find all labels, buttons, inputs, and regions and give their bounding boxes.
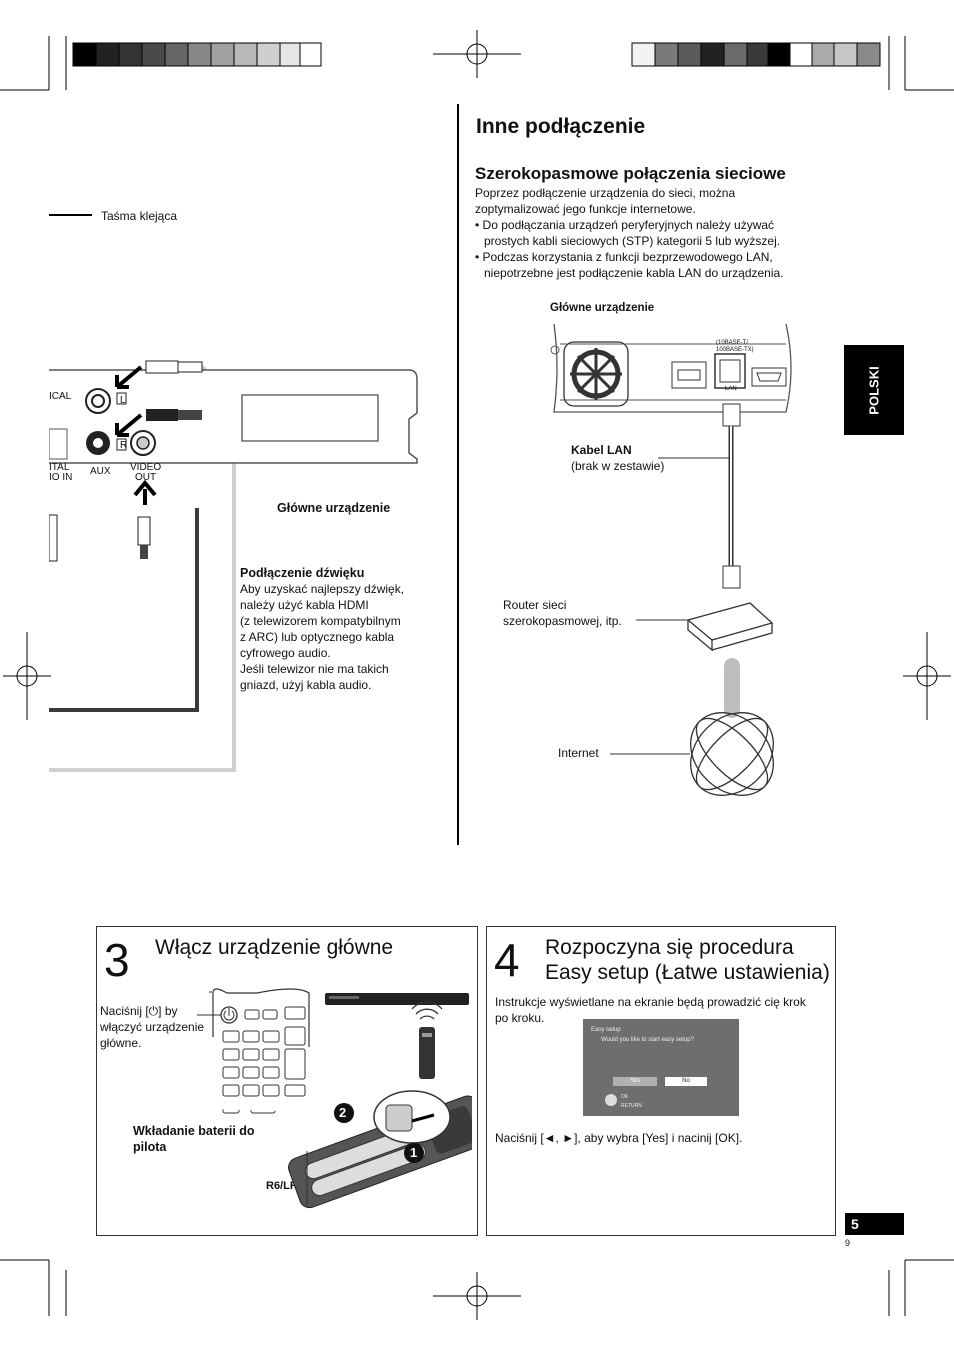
screen-title: Easy setup (591, 1027, 621, 1033)
sheet-number: 9 (845, 1238, 851, 1248)
section-subtitle: Szerokopasmowe połączenia sieciowe (475, 164, 786, 183)
easy-setup-screen: Easy setup Would you like to start easy … (583, 1019, 739, 1116)
bullet-item-cont: prostych kabli sieciowych (STP) kategori… (484, 234, 781, 248)
step-4-description: Instrukcje wyświetlane na ekranie będą p… (495, 994, 833, 1026)
power-line: włączyć urządzenie (100, 1020, 205, 1034)
audio-line: Jeśli telewizor nie ma takich (240, 662, 389, 676)
audio-line: gniazd, użyj kabla audio. (240, 678, 372, 692)
screen-no-button[interactable]: No (665, 1077, 707, 1086)
battery-instruction: Wkładanie baterii do pilota (133, 1123, 255, 1155)
audio-in-label: IO IN (49, 472, 73, 483)
lan-spec-2: 100BASE-TX) (716, 347, 754, 353)
aux-label: AUX (90, 466, 111, 477)
main-unit-label-left: Główne urządzenie (277, 501, 391, 515)
power-line: Naciśnij [⏻] by (100, 1004, 178, 1018)
remote-illustration (197, 988, 472, 1209)
screen-no-label: No (682, 1078, 690, 1084)
screen-yes-button[interactable]: Yes (613, 1077, 657, 1086)
router-line: szerokopasmowej, itp. (503, 614, 622, 628)
bullet-text: Podczas korzystania z funkcji bezprzewod… (482, 250, 773, 264)
intro-line: Poprzez podłączenie urządzenia do sieci,… (475, 186, 736, 200)
audio-line: z ARC) lub optycznego kabla (240, 630, 395, 644)
screen-return-label: RETURN (621, 1103, 642, 1109)
step-4-press-instruction: Naciśnij [◄, ►], aby wybra [Yes] i nacin… (495, 1131, 743, 1145)
power-line: główne. (100, 1036, 142, 1050)
audio-line: (z telewizorem kompatybilnym (240, 614, 401, 628)
step-4-box: 4 Rozpoczyna się procedura Easy setup (Ł… (486, 926, 836, 1236)
bullet-text: Do podłączania urządzeń peryferyjnych na… (482, 218, 775, 232)
tape-leader-line (49, 214, 92, 216)
optical-label: ICAL (49, 391, 72, 402)
main-unit-label-right: Główne urządzenie (550, 302, 655, 314)
network-connection-illustration (550, 323, 792, 796)
cable-callout: Kabel LAN (brak w zestawie) (571, 442, 664, 474)
lan-spec-label: (10BASE-T/ 100BASE-TX) (716, 340, 754, 354)
internet-label: Internet (558, 746, 599, 760)
network-intro: Poprzez podłączenie urządzenia do sieci,… (475, 185, 825, 281)
cable-label: Kabel LAN (571, 443, 632, 457)
bullet-item: • Podczas korzystania z funkcji bezprzew… (475, 250, 773, 264)
cable-note: (brak w zestawie) (571, 459, 665, 473)
desc-line: po kroku. (495, 1011, 545, 1025)
audio-line: cyfrowego audio. (240, 646, 331, 660)
step-3-number: 3 (104, 934, 130, 986)
language-tab: POLSKI (844, 345, 904, 435)
bullet-item-cont: niepotrzebne jest podłączenie kabla LAN … (484, 266, 784, 280)
jack-label-r: R (120, 440, 128, 451)
step-3-title: Włącz urządzenie główne (155, 936, 394, 959)
step-4-number: 4 (494, 934, 520, 986)
router-callout: Router sieci szerokopasmowej, itp. (503, 597, 622, 629)
page-number: 5 (851, 1216, 859, 1232)
router-line: Router sieci (503, 598, 567, 612)
digital-label: ITAL (49, 462, 70, 473)
lan-port-label: LAN (725, 386, 737, 392)
ok-icon (605, 1094, 617, 1106)
audio-note: Podłączenie dźwięku Aby uzyskać najlepsz… (240, 565, 440, 693)
step-4-title-line: Easy setup (Łatwe ustawienia) (545, 961, 830, 984)
screen-yes-label: Yes (630, 1078, 640, 1084)
step-marker-1: 1 (410, 1145, 418, 1160)
lan-spec-1: (10BASE-T/ (716, 340, 749, 346)
battery-line: pilota (133, 1140, 167, 1154)
tape-label: Taśma klejąca (101, 209, 178, 223)
audio-line: Aby uzyskać najlepszy dźwięk, (240, 582, 405, 596)
audio-line: należy użyć kabla HDMI (240, 598, 369, 612)
screen-ok-label: OK (621, 1094, 629, 1100)
desc-line: Instrukcje wyświetlane na ekranie będą p… (495, 995, 806, 1009)
audio-heading: Podłączenie dźwięku (240, 566, 365, 580)
bullet-item: • Do podłączania urządzeń peryferyjnych … (475, 218, 775, 232)
screen-question: Would you like to start easy setup? (601, 1037, 694, 1043)
language-tab-label: POLSKI (866, 365, 882, 415)
video-out-label-1: VIDEO (130, 462, 162, 473)
video-out-label-2: OUT (135, 472, 157, 483)
page-number-badge: 5 (845, 1213, 904, 1235)
audio-connection-illustration (49, 360, 418, 772)
tape-callout: Taśma klejąca (49, 208, 209, 224)
step-4-title: Rozpoczyna się procedura Easy setup (Łat… (545, 935, 830, 985)
step-marker-2: 2 (339, 1105, 347, 1120)
step-3-box: 3 Włącz urządzenie główne Naciśnij [⏻] b… (96, 926, 478, 1236)
step-4-title-line: Rozpoczyna się procedura (545, 936, 794, 959)
jack-label-l: L (120, 395, 126, 406)
power-instruction: Naciśnij [⏻] by włączyć urządzenie główn… (100, 1003, 204, 1051)
intro-line: zoptymalizować jego funkcje internetowe. (475, 202, 696, 216)
battery-line: Wkładanie baterii do (133, 1124, 255, 1138)
section-title: Inne podłączenie (476, 115, 646, 138)
